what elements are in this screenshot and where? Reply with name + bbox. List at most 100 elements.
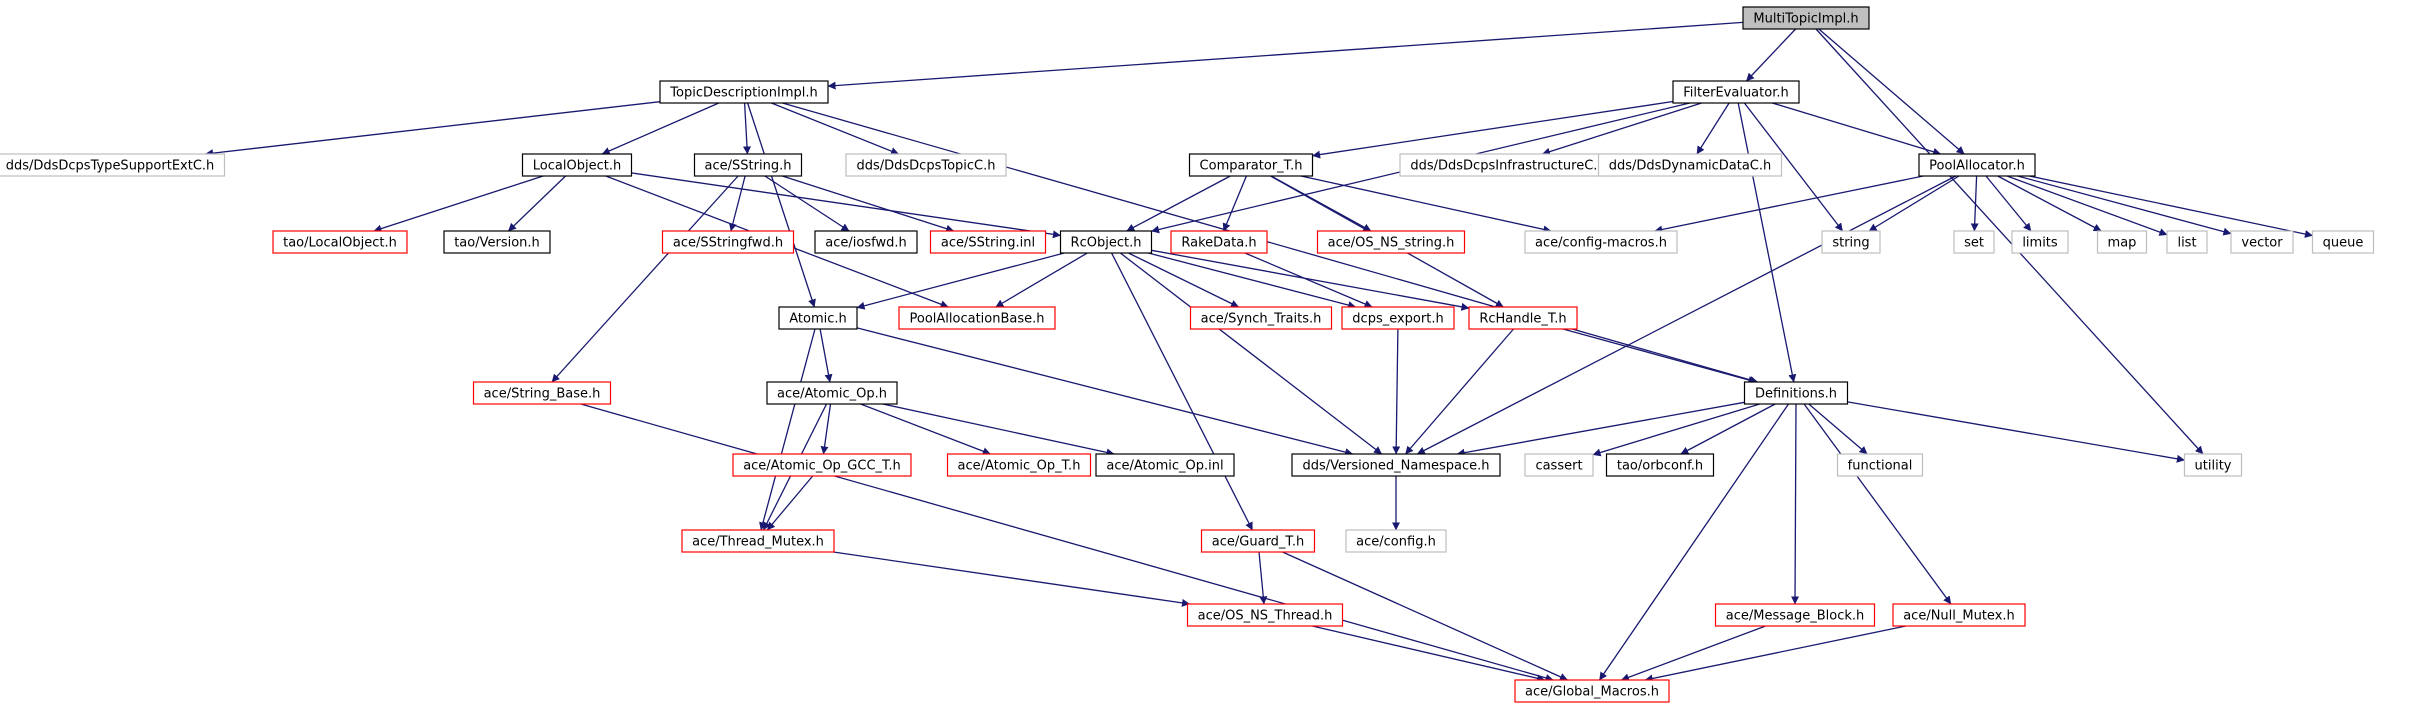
node-box: [778, 306, 858, 330]
node-label: FilterEvaluator.h: [1683, 86, 1788, 101]
edge-messageblock-to-globalmacros: [1621, 625, 1766, 682]
node-localobject[interactable]: LocalObject.h: [521, 153, 633, 177]
node-comparator[interactable]: Comparator_T.h: [1188, 153, 1314, 177]
node-poolallocationbase[interactable]: PoolAllocationBase.h: [898, 306, 1056, 330]
node-label: ace/Global_Macros.h: [1525, 685, 1659, 700]
node-sstringfwd[interactable]: ace/SStringfwd.h: [661, 230, 795, 254]
node-filterevaluator[interactable]: FilterEvaluator.h: [1672, 80, 1800, 104]
node-versionednamespace[interactable]: dds/Versioned_Namespace.h: [1291, 453, 1501, 477]
node-label: MultiTopicImpl.h: [1753, 12, 1858, 27]
edge-localobject-to-rcobject: [631, 172, 1061, 239]
edge-acesstring-to-iosfwd: [764, 175, 850, 232]
node-box: [0, 153, 226, 177]
edge-filterevaluator-to-string: [1743, 102, 1844, 232]
node-box: [1059, 230, 1153, 254]
edge-multitopicimpl-to-utility: [1815, 28, 2204, 455]
node-atomicopt[interactable]: ace/Atomic_Op_T.h: [946, 453, 1092, 477]
node-box: [472, 381, 612, 405]
node-label: dds/DdsDcpsTypeSupportExtC.h: [6, 159, 215, 174]
node-box: [1524, 453, 1594, 477]
node-box: [1742, 6, 1870, 30]
edge-poolallocator-to-map: [1997, 175, 2102, 232]
node-atomicopinl[interactable]: ace/Atomic_Op.inl: [1095, 453, 1235, 477]
node-osnsstring[interactable]: ace/OS_NS_string.h: [1316, 230, 1466, 254]
node-rchandle[interactable]: RcHandle_T.h: [1468, 306, 1578, 330]
node-box: [1200, 529, 1316, 553]
edge-filterevaluator-to-comparator: [1312, 100, 1674, 159]
node-label: RcObject.h: [1071, 236, 1142, 251]
node-box: [1918, 153, 2036, 177]
node-topicdescriptionimpl[interactable]: TopicDescriptionImpl.h: [659, 80, 829, 104]
node-osnsthread[interactable]: ace/OS_NS_Thread.h: [1186, 603, 1344, 627]
node-box: [1341, 306, 1455, 330]
node-label: RakeData.h: [1181, 236, 1256, 251]
node-nullmutex[interactable]: ace/Null_Mutex.h: [1892, 603, 2026, 627]
node-taolocalobject[interactable]: tao/LocalObject.h: [272, 230, 408, 254]
node-list[interactable]: list: [2166, 230, 2208, 254]
node-box: [1345, 529, 1447, 553]
node-atomicopgcc[interactable]: ace/Atomic_Op_GCC_T.h: [732, 453, 912, 477]
node-box: [1714, 603, 1876, 627]
node-guard[interactable]: ace/Guard_T.h: [1200, 529, 1316, 553]
node-queue[interactable]: queue: [2311, 230, 2375, 254]
edge-definitions-to-cassert: [1592, 403, 1760, 457]
node-box: [1743, 381, 1849, 405]
node-atomicop[interactable]: ace/Atomic_Op.h: [766, 381, 898, 405]
node-atomic[interactable]: Atomic.h: [778, 306, 858, 330]
edge-rcobject-to-synchtraits: [1128, 252, 1239, 308]
node-label: ace/SString.inl: [941, 236, 1035, 251]
node-dcpsexport[interactable]: dcps_export.h: [1341, 306, 1455, 330]
node-ddstopicc[interactable]: dds/DdsDcpsTopicC.h: [845, 153, 1007, 177]
node-label: ace/Atomic_Op.inl: [1106, 459, 1223, 474]
node-set[interactable]: set: [1953, 230, 1995, 254]
node-threadmutex[interactable]: ace/Thread_Mutex.h: [681, 529, 835, 553]
node-limits[interactable]: limits: [2011, 230, 2069, 254]
node-synchtraits[interactable]: ace/Synch_Traits.h: [1189, 306, 1333, 330]
node-stringbase[interactable]: ace/String_Base.h: [472, 381, 612, 405]
edge-acesstring-to-stringbase: [551, 175, 739, 383]
node-functional[interactable]: functional: [1836, 453, 1924, 477]
node-label: dds/DdsDynamicDataC.h: [1609, 159, 1772, 174]
node-label: ace/Guard_T.h: [1212, 535, 1304, 550]
node-string[interactable]: string: [1821, 230, 1881, 254]
node-iosfwd[interactable]: ace/iosfwd.h: [814, 230, 918, 254]
edge-rcobject-to-poolallocationbase: [995, 252, 1088, 308]
node-messageblock[interactable]: ace/Message_Block.h: [1714, 603, 1876, 627]
node-cassert[interactable]: cassert: [1524, 453, 1594, 477]
edge-localobject-to-taolocalobject: [373, 175, 544, 233]
node-box: [2166, 230, 2208, 254]
edge-definitions-to-globalmacros: [1598, 403, 1790, 681]
node-sstringinl[interactable]: ace/SString.inl: [929, 230, 1047, 254]
edge-comparator-to-rakedata: [1222, 175, 1248, 232]
node-poolallocator[interactable]: PoolAllocator.h: [1918, 153, 2036, 177]
node-box: [2183, 453, 2243, 477]
node-label: ace/Null_Mutex.h: [1903, 609, 2015, 624]
node-aceconfig[interactable]: ace/config.h: [1345, 529, 1447, 553]
node-rcobject[interactable]: RcObject.h: [1059, 230, 1153, 254]
node-dynamicdatac[interactable]: dds/DdsDynamicDataC.h: [1597, 153, 1783, 177]
node-taoversion[interactable]: tao/Version.h: [443, 230, 551, 254]
node-rakedata[interactable]: RakeData.h: [1170, 230, 1268, 254]
node-globalmacros[interactable]: ace/Global_Macros.h: [1514, 679, 1670, 703]
node-orbconf[interactable]: tao/orbconf.h: [1605, 453, 1715, 477]
node-box: [2011, 230, 2069, 254]
node-infrastructurec[interactable]: dds/DdsDcpsInfrastructureC.h: [1399, 153, 1617, 177]
node-utility[interactable]: utility: [2183, 453, 2243, 477]
node-configmacros[interactable]: ace/config-macros.h: [1524, 230, 1678, 254]
edge-poolallocator-to-versionednamespace: [1416, 175, 1956, 455]
node-acesstring[interactable]: ace/SString.h: [693, 153, 803, 177]
node-box: [443, 230, 551, 254]
edge-acesstring-to-sstringfwd: [728, 175, 746, 232]
node-label: functional: [1848, 459, 1913, 474]
edge-atomicop-to-atomicopgcc: [820, 403, 832, 455]
node-box: [661, 230, 795, 254]
node-map[interactable]: map: [2096, 230, 2148, 254]
node-label: vector: [2241, 236, 2283, 251]
node-label: PoolAllocationBase.h: [909, 312, 1044, 327]
node-typesupportext[interactable]: dds/DdsDcpsTypeSupportExtC.h: [0, 153, 226, 177]
node-vector[interactable]: vector: [2230, 230, 2294, 254]
node-definitions[interactable]: Definitions.h: [1743, 381, 1849, 405]
node-multitopicimpl[interactable]: MultiTopicImpl.h: [1742, 6, 1870, 30]
edge-poolallocator-to-list: [2006, 175, 2168, 236]
